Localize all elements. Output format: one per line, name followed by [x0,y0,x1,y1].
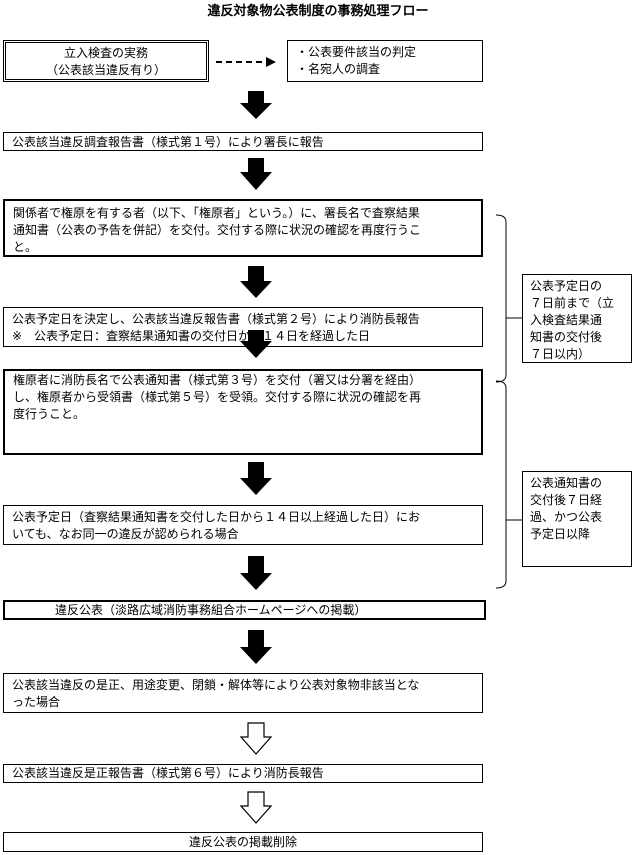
step-publication: 違反公表（淡路広域消防事務組合ホームページへの掲載） [3,600,486,620]
step-decide-date: 公表予定日を決定し、公表該当違反報告書（様式第２号）により消防長報告 ※ 公表予… [3,307,483,347]
down-arrow-4 [240,330,272,358]
step-public-notice: 権原者に消防長名で公表通知書（様式第３号）を交付（署又は分署を経由） し、権原者… [3,369,483,455]
down-arrow-6 [240,556,272,590]
step-public-notice-text: 権原者に消防長名で公表通知書（様式第３号）を交付（署又は分署を経由） し、権原者… [13,373,422,421]
step-correction-report: 公表該当違反是正報告書（様式第６号）により消防長報告 [3,764,483,783]
on-site-inspection-text: 立入検査の実務 （公表該当違反有り） [45,46,166,77]
step-delete-publication-text: 違反公表の掲載削除 [188,835,297,849]
dashed-arrow [216,57,276,67]
step-notice-delivery: 関係者で権原を有する者（以下、「権原者」という。）に、署長名で査察結果 通知書（… [3,199,483,257]
down-arrow-1 [240,91,272,119]
step-report-to-chief-text: 公表該当違反調査報告書（様式第１号）により署長に報告 [12,135,324,149]
side-note-seven-days-before: 公表予定日の ７日前まで（立 入検査結果通 知書の交付後 ７日以内） [522,274,632,363]
step-report-to-chief: 公表該当違反調査報告書（様式第１号）により署長に報告 [3,132,483,151]
side-note-seven-days-before-text: 公表予定日の ７日前まで（立 入検査結果通 知書の交付後 ７日以内） [530,279,615,361]
down-arrow-2 [240,158,272,190]
brace-lower [495,380,507,589]
hollow-down-arrow-2 [239,791,273,824]
on-site-inspection-box: 立入検査の実務 （公表該当違反有り） [3,40,209,82]
step-delete-publication: 違反公表の掲載削除 [3,832,483,852]
step-notice-delivery-text: 関係者で権原を有する者（以下、「権原者」という。）に、署長名で査察結果 通知書（… [13,206,422,254]
down-arrow-3 [240,266,272,298]
step-violation-persists-text: 公表予定日（査察結果通知書を交付した日から１４日以上経過した日）にお いても、な… [12,510,421,541]
hollow-down-arrow-1 [239,722,273,755]
step-decide-date-text: 公表予定日を決定し、公表該当違反報告書（様式第２号）により消防長報告 ※ 公表予… [12,312,420,343]
down-arrow-5 [240,462,272,495]
step-violation-corrected-text: 公表該当違反の是正、用途変更、閉鎖・解体等により公表対象物非該当とな った場合 [12,678,420,709]
page-title: 違反対象物公表制度の事務処理フロー [207,4,429,19]
brace-upper [495,214,507,383]
step-publication-text: 違反公表（淡路広域消防事務組合ホームページへの掲載） [55,603,367,617]
judgement-text: ・公表要件該当の判定 ・名宛人の調査 [296,45,417,76]
side-note-seven-days-after-text: 公表通知書の 交付後７日経 過、かつ公表 予定日以降 [530,476,603,541]
side-note-seven-days-after: 公表通知書の 交付後７日経 過、かつ公表 予定日以降 [522,471,632,567]
step-violation-persists: 公表予定日（査察結果通知書を交付した日から１４日以上経過した日）にお いても、な… [3,505,483,545]
down-arrow-7 [240,630,272,664]
step-correction-report-text: 公表該当違反是正報告書（様式第６号）により消防長報告 [12,766,324,780]
judgement-box: ・公表要件該当の判定 ・名宛人の調査 [287,40,483,82]
step-violation-corrected: 公表該当違反の是正、用途変更、閉鎖・解体等により公表対象物非該当とな った場合 [3,673,483,713]
